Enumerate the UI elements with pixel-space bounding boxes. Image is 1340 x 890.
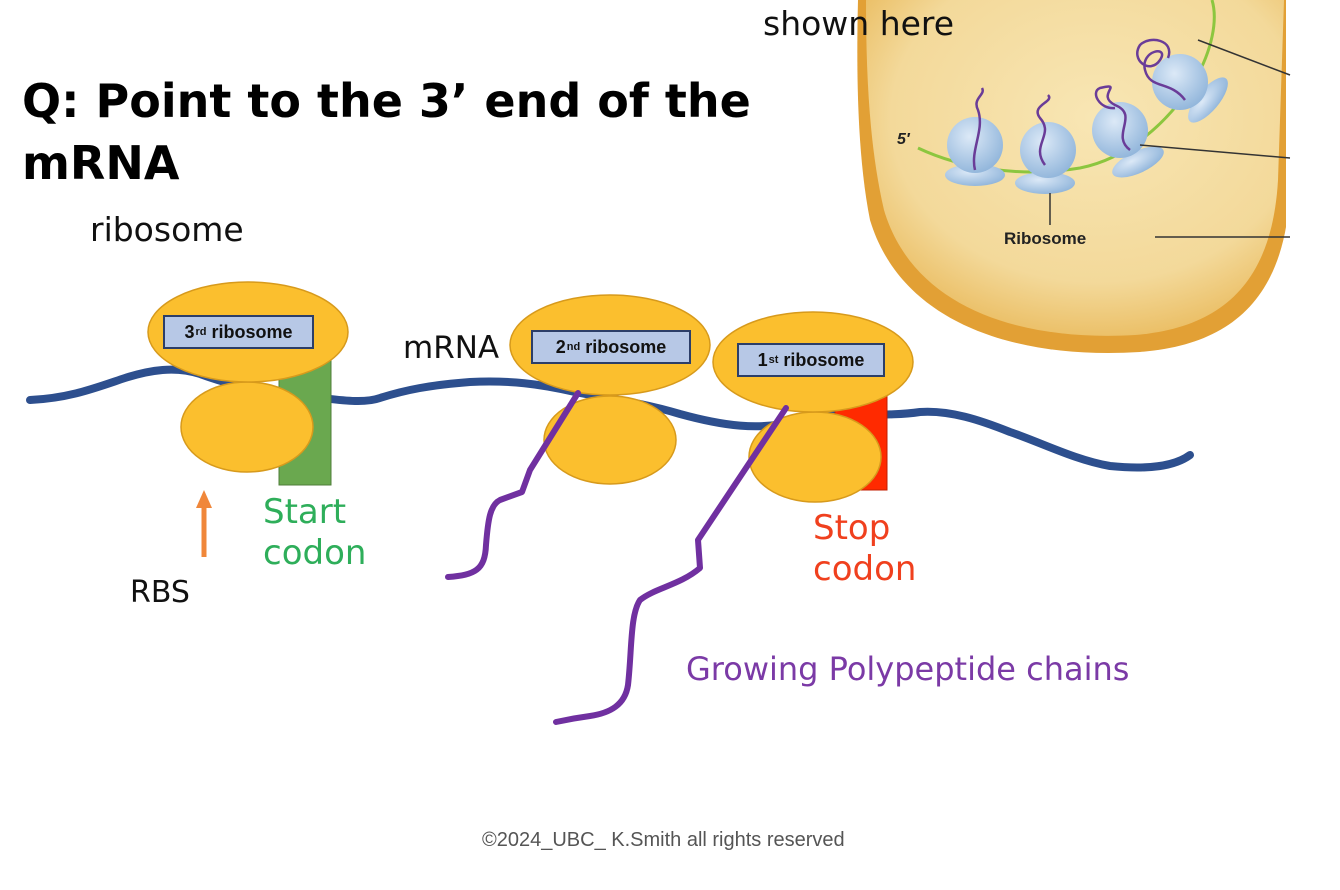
- rbs-label: RBS: [130, 575, 190, 610]
- ribosome-1-small-subunit: [748, 411, 882, 503]
- cell-polypeptides: [972, 38, 1186, 171]
- cell-ribosome-label: Ribosome: [1004, 229, 1087, 248]
- mrna-label: mRNA: [403, 330, 500, 366]
- ribosome-3-number: 3: [184, 321, 195, 342]
- ribosome-3-small-subunit: [180, 381, 314, 473]
- ribosome-1-word: ribosome: [783, 349, 865, 370]
- cell-five-prime-label: 5′: [897, 131, 910, 148]
- ribosome-2-suffix: nd: [566, 341, 581, 353]
- ribosome-1-suffix: st: [768, 354, 779, 366]
- ribosome-3-word: ribosome: [211, 321, 293, 342]
- ribosome-2-word: ribosome: [585, 336, 667, 357]
- polypeptide-chain-2: [445, 390, 581, 580]
- rbs-arrow: [196, 490, 212, 557]
- copyright-footer: ©2024_UBC_ K.Smith all rights reserved: [482, 829, 845, 851]
- ribosome-1-number: 1: [757, 349, 768, 370]
- ribosome-2-small-subunit: [543, 395, 677, 485]
- cell-callout-lines: [1049, 39, 1291, 238]
- shown-here-text: shown here: [763, 4, 955, 43]
- ribosome-3-suffix: rd: [195, 326, 207, 338]
- polypeptide-chain-1: [553, 405, 789, 725]
- stop-codon-label: Stop codon: [813, 508, 917, 589]
- start-codon-label: Start codon: [263, 492, 367, 573]
- question-title: Q: Point to the 3’ end of the mRNA: [22, 74, 751, 190]
- ribosome-heading: ribosome: [90, 210, 244, 249]
- ribosome-2-number: 2: [555, 336, 566, 357]
- cell-ribosomes: [945, 54, 1228, 194]
- cell-illustration: [857, 0, 1340, 360]
- polypeptide-label: Growing Polypeptide chains: [686, 650, 1130, 688]
